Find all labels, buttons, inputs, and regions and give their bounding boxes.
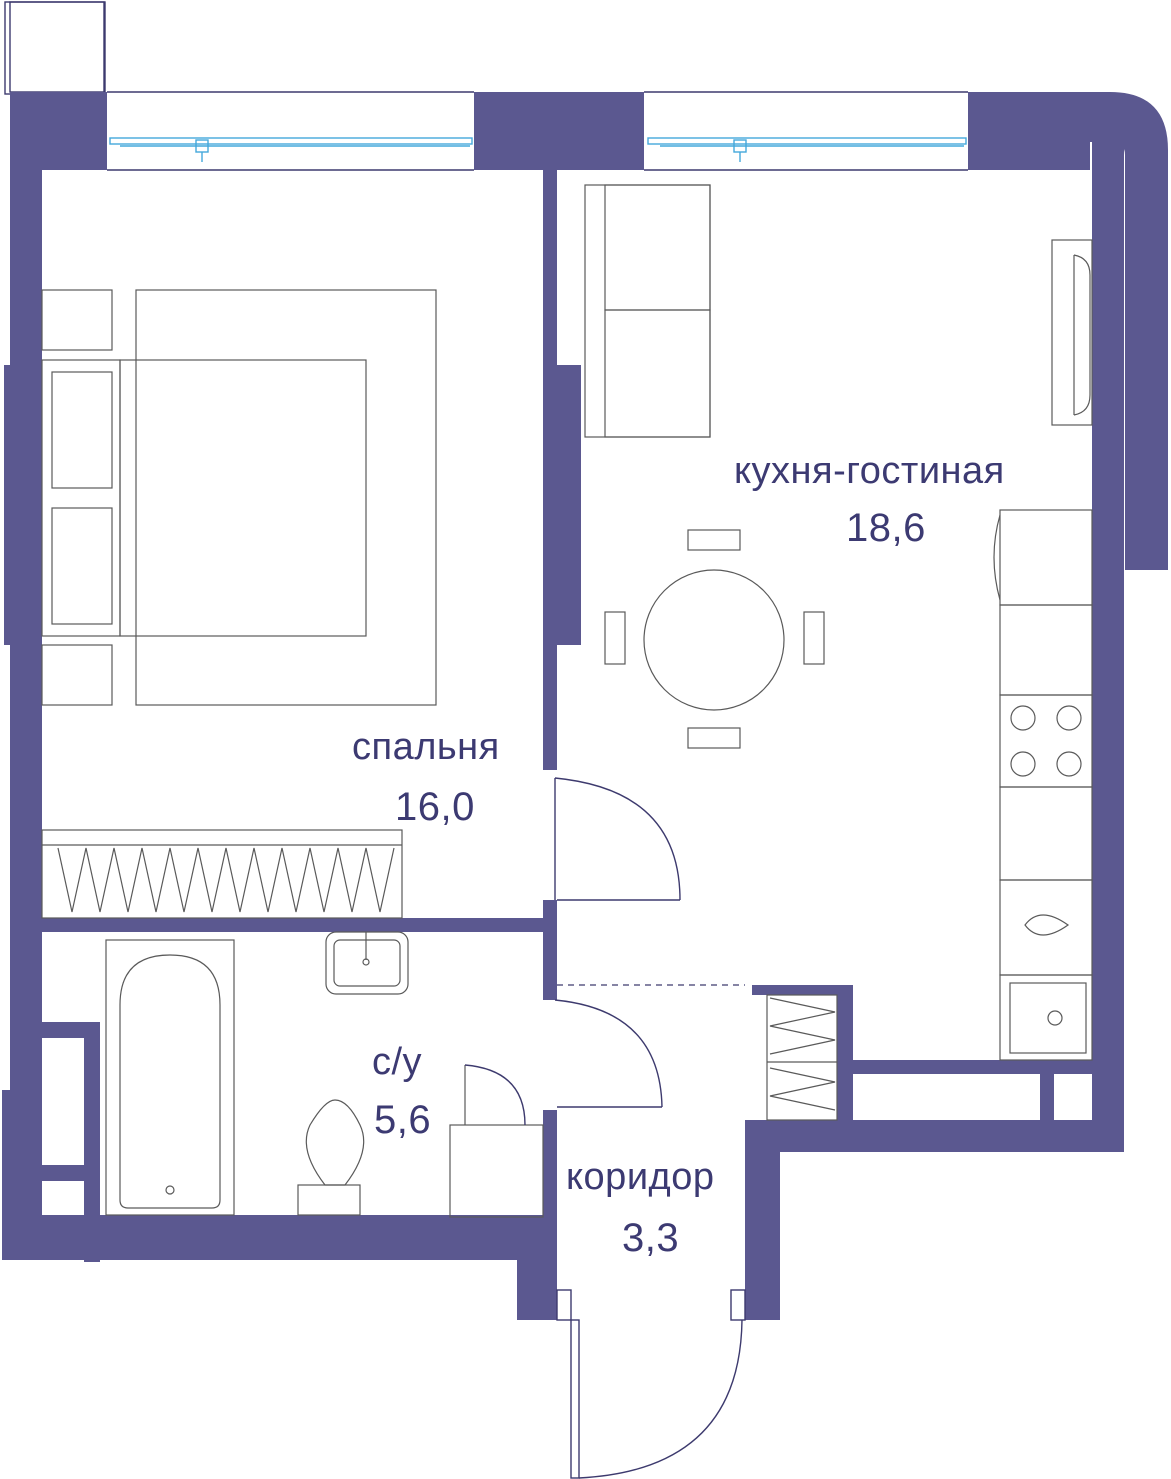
- window-bedroom: [107, 91, 474, 171]
- wardrobe-bedroom: [41, 829, 403, 919]
- window-living: [644, 91, 968, 171]
- door-entrance: [556, 1289, 746, 1479]
- corridor-name: коридор: [566, 1156, 715, 1198]
- bathroom-name: с/у: [372, 1041, 423, 1083]
- kitchen-living-area: 18,6: [846, 506, 926, 550]
- balcony-frame: [4, 1, 106, 95]
- sofa: [584, 184, 711, 438]
- door-bathroom: [554, 999, 663, 1108]
- washing-machine: [449, 1064, 544, 1218]
- tv: [1051, 239, 1093, 426]
- nightstands: [41, 289, 113, 706]
- bathtub: [105, 939, 235, 1216]
- dining-table: [604, 529, 825, 749]
- toilet: [297, 1099, 365, 1216]
- bathroom-area: 5,6: [374, 1098, 432, 1142]
- kitchen-living-name: кухня-гостиная: [734, 450, 1005, 492]
- bedroom-name: спальня: [352, 726, 500, 768]
- kitchen-unit: [993, 509, 1093, 1061]
- washbasin: [325, 931, 409, 995]
- door-bedroom: [554, 777, 681, 901]
- bed: [41, 289, 437, 706]
- walls: [2, 92, 1168, 1320]
- corridor-area: 3,3: [622, 1216, 680, 1260]
- corridor-closet: [766, 994, 838, 1121]
- bedroom-area: 16,0: [395, 785, 475, 829]
